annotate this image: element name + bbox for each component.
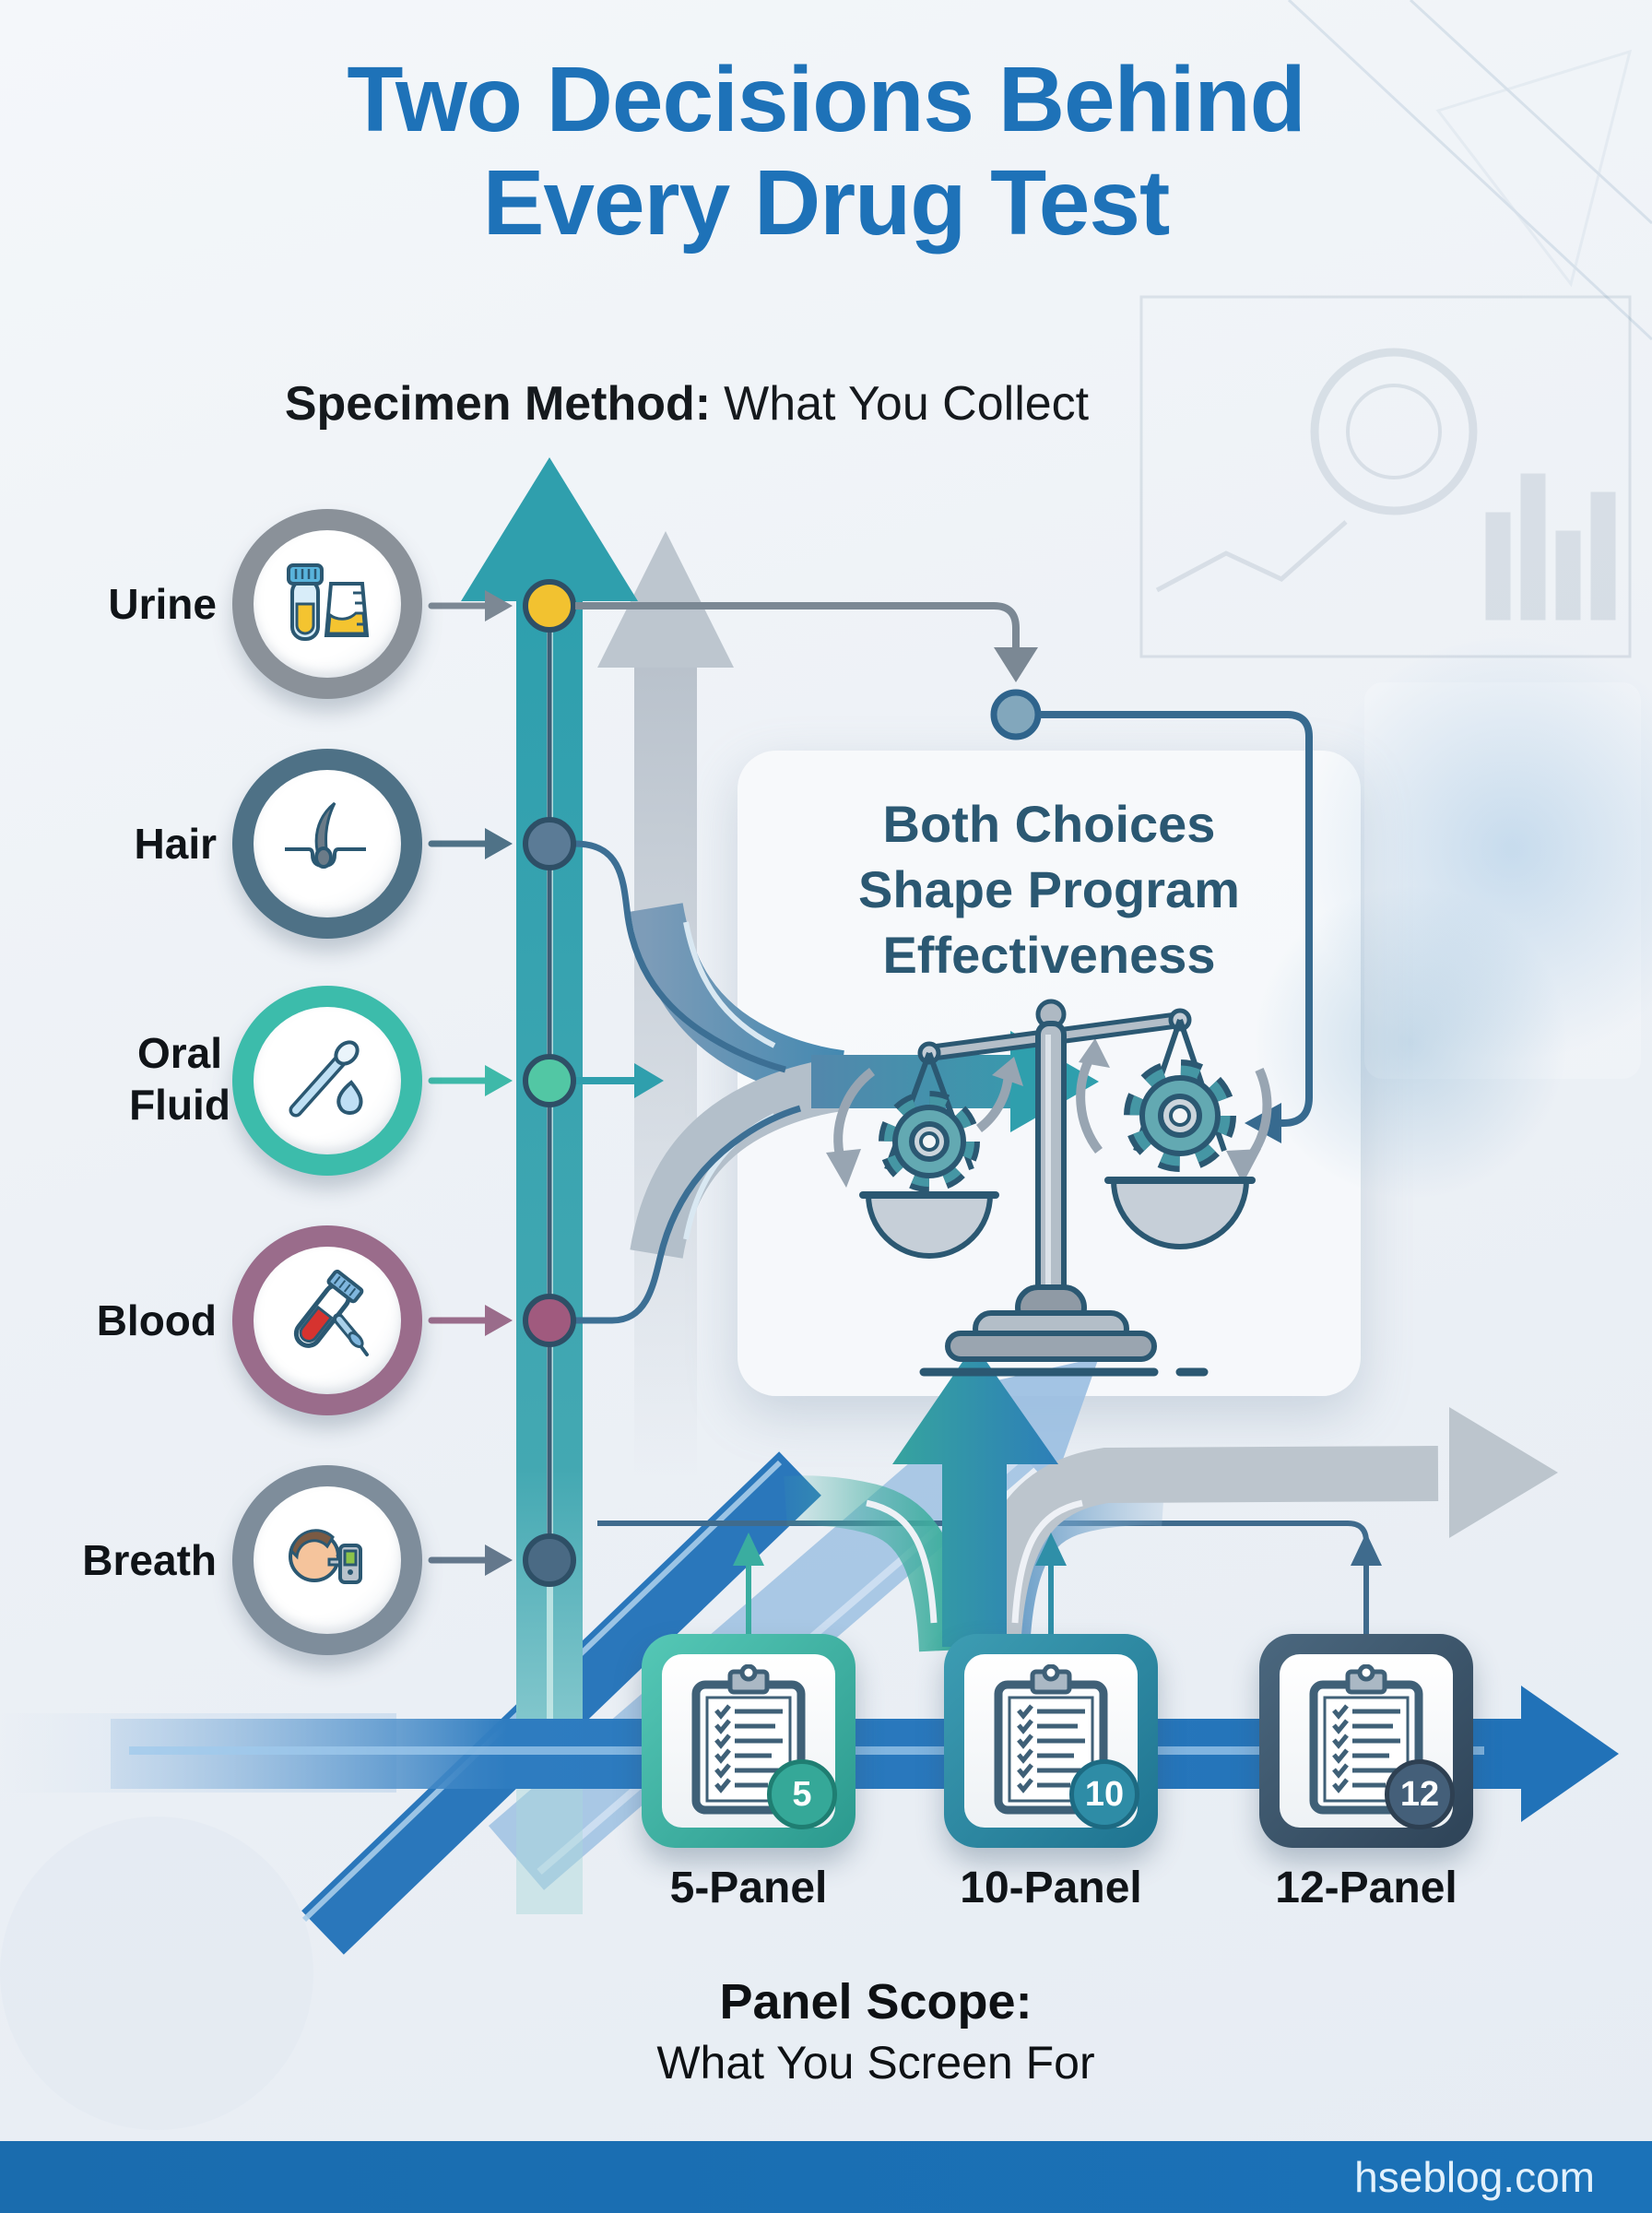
specimen-label-blood: Blood [96, 1296, 217, 1344]
page-title: Two Decisions Behind Every Drug Test [0, 48, 1652, 254]
urine-icon-disc [254, 530, 401, 678]
panel-connector-line [597, 1521, 1369, 1549]
panel-card-10: 10 [944, 1634, 1158, 1848]
urine-sample-icon [232, 509, 422, 699]
center-message-line-1: Both Choices [882, 795, 1216, 853]
specimen-label-oral-fluid: Oral Fluid [129, 1029, 230, 1129]
specimen-heading: Specimen Method:What You Collect [0, 376, 1374, 432]
title-line-1: Two Decisions Behind [347, 48, 1305, 151]
hair-follicle-icon [232, 749, 422, 939]
axis-node-dots [523, 579, 576, 1587]
panel-label-5: 5-Panel [669, 1864, 828, 1912]
specimen-heading-bold: Specimen Method: [284, 377, 712, 431]
panel-label-12: 12-Panel [1275, 1864, 1457, 1912]
panel-scope-caption-rest: What You Screen For [656, 2036, 1095, 2089]
breath-icon-disc [254, 1486, 401, 1634]
breathalyzer-glyph [289, 1529, 362, 1584]
specimen-axis-arrow [461, 457, 638, 1914]
panel-scope-caption: Panel Scope: What You Screen For [50, 1971, 1652, 2091]
specimen-label-breath: Breath [82, 1536, 217, 1584]
swab-droplet-icon [232, 986, 422, 1176]
specimen-heading-rest: What You Collect [724, 377, 1090, 431]
urine-tube-beaker-glyph [287, 563, 370, 641]
specimen-label-urine: Urine [108, 580, 217, 628]
center-message: Both Choices Shape Program Effectiveness [765, 791, 1333, 988]
center-message-line-2: Shape Program [858, 860, 1240, 919]
footer-bar: hseblog.com [0, 2141, 1652, 2213]
center-message-line-3: Effectiveness [882, 926, 1216, 985]
panel-card-5: 5 [642, 1634, 856, 1848]
breathalyzer-icon [232, 1465, 422, 1655]
panel-card-12: 12 [1259, 1634, 1473, 1848]
swab-droplet-glyph [289, 1040, 363, 1118]
hair-icon-disc [254, 770, 401, 917]
gray-vertical-arrow [597, 531, 734, 1477]
panel-badge-5: 5 [767, 1759, 837, 1829]
panel-scope-caption-bold: Panel Scope: [719, 1974, 1032, 2030]
blood-tube-lancet-glyph [293, 1269, 369, 1356]
panel-badge-10: 10 [1069, 1759, 1139, 1829]
specimen-row-arrows [428, 590, 664, 1576]
panel-label-10: 10-Panel [960, 1864, 1142, 1912]
footer-site-label: hseblog.com [1354, 2153, 1595, 2201]
panel-badge-12: 12 [1385, 1759, 1455, 1829]
hair-follicle-glyph [285, 801, 366, 869]
blood-tube-icon [232, 1225, 422, 1415]
oral-fluid-icon-disc [254, 1007, 401, 1154]
blood-icon-disc [254, 1247, 401, 1394]
specimen-label-hair: Hair [134, 820, 217, 868]
panel-pointer-arrows [733, 1533, 1382, 1636]
title-line-2: Every Drug Test [482, 151, 1171, 254]
